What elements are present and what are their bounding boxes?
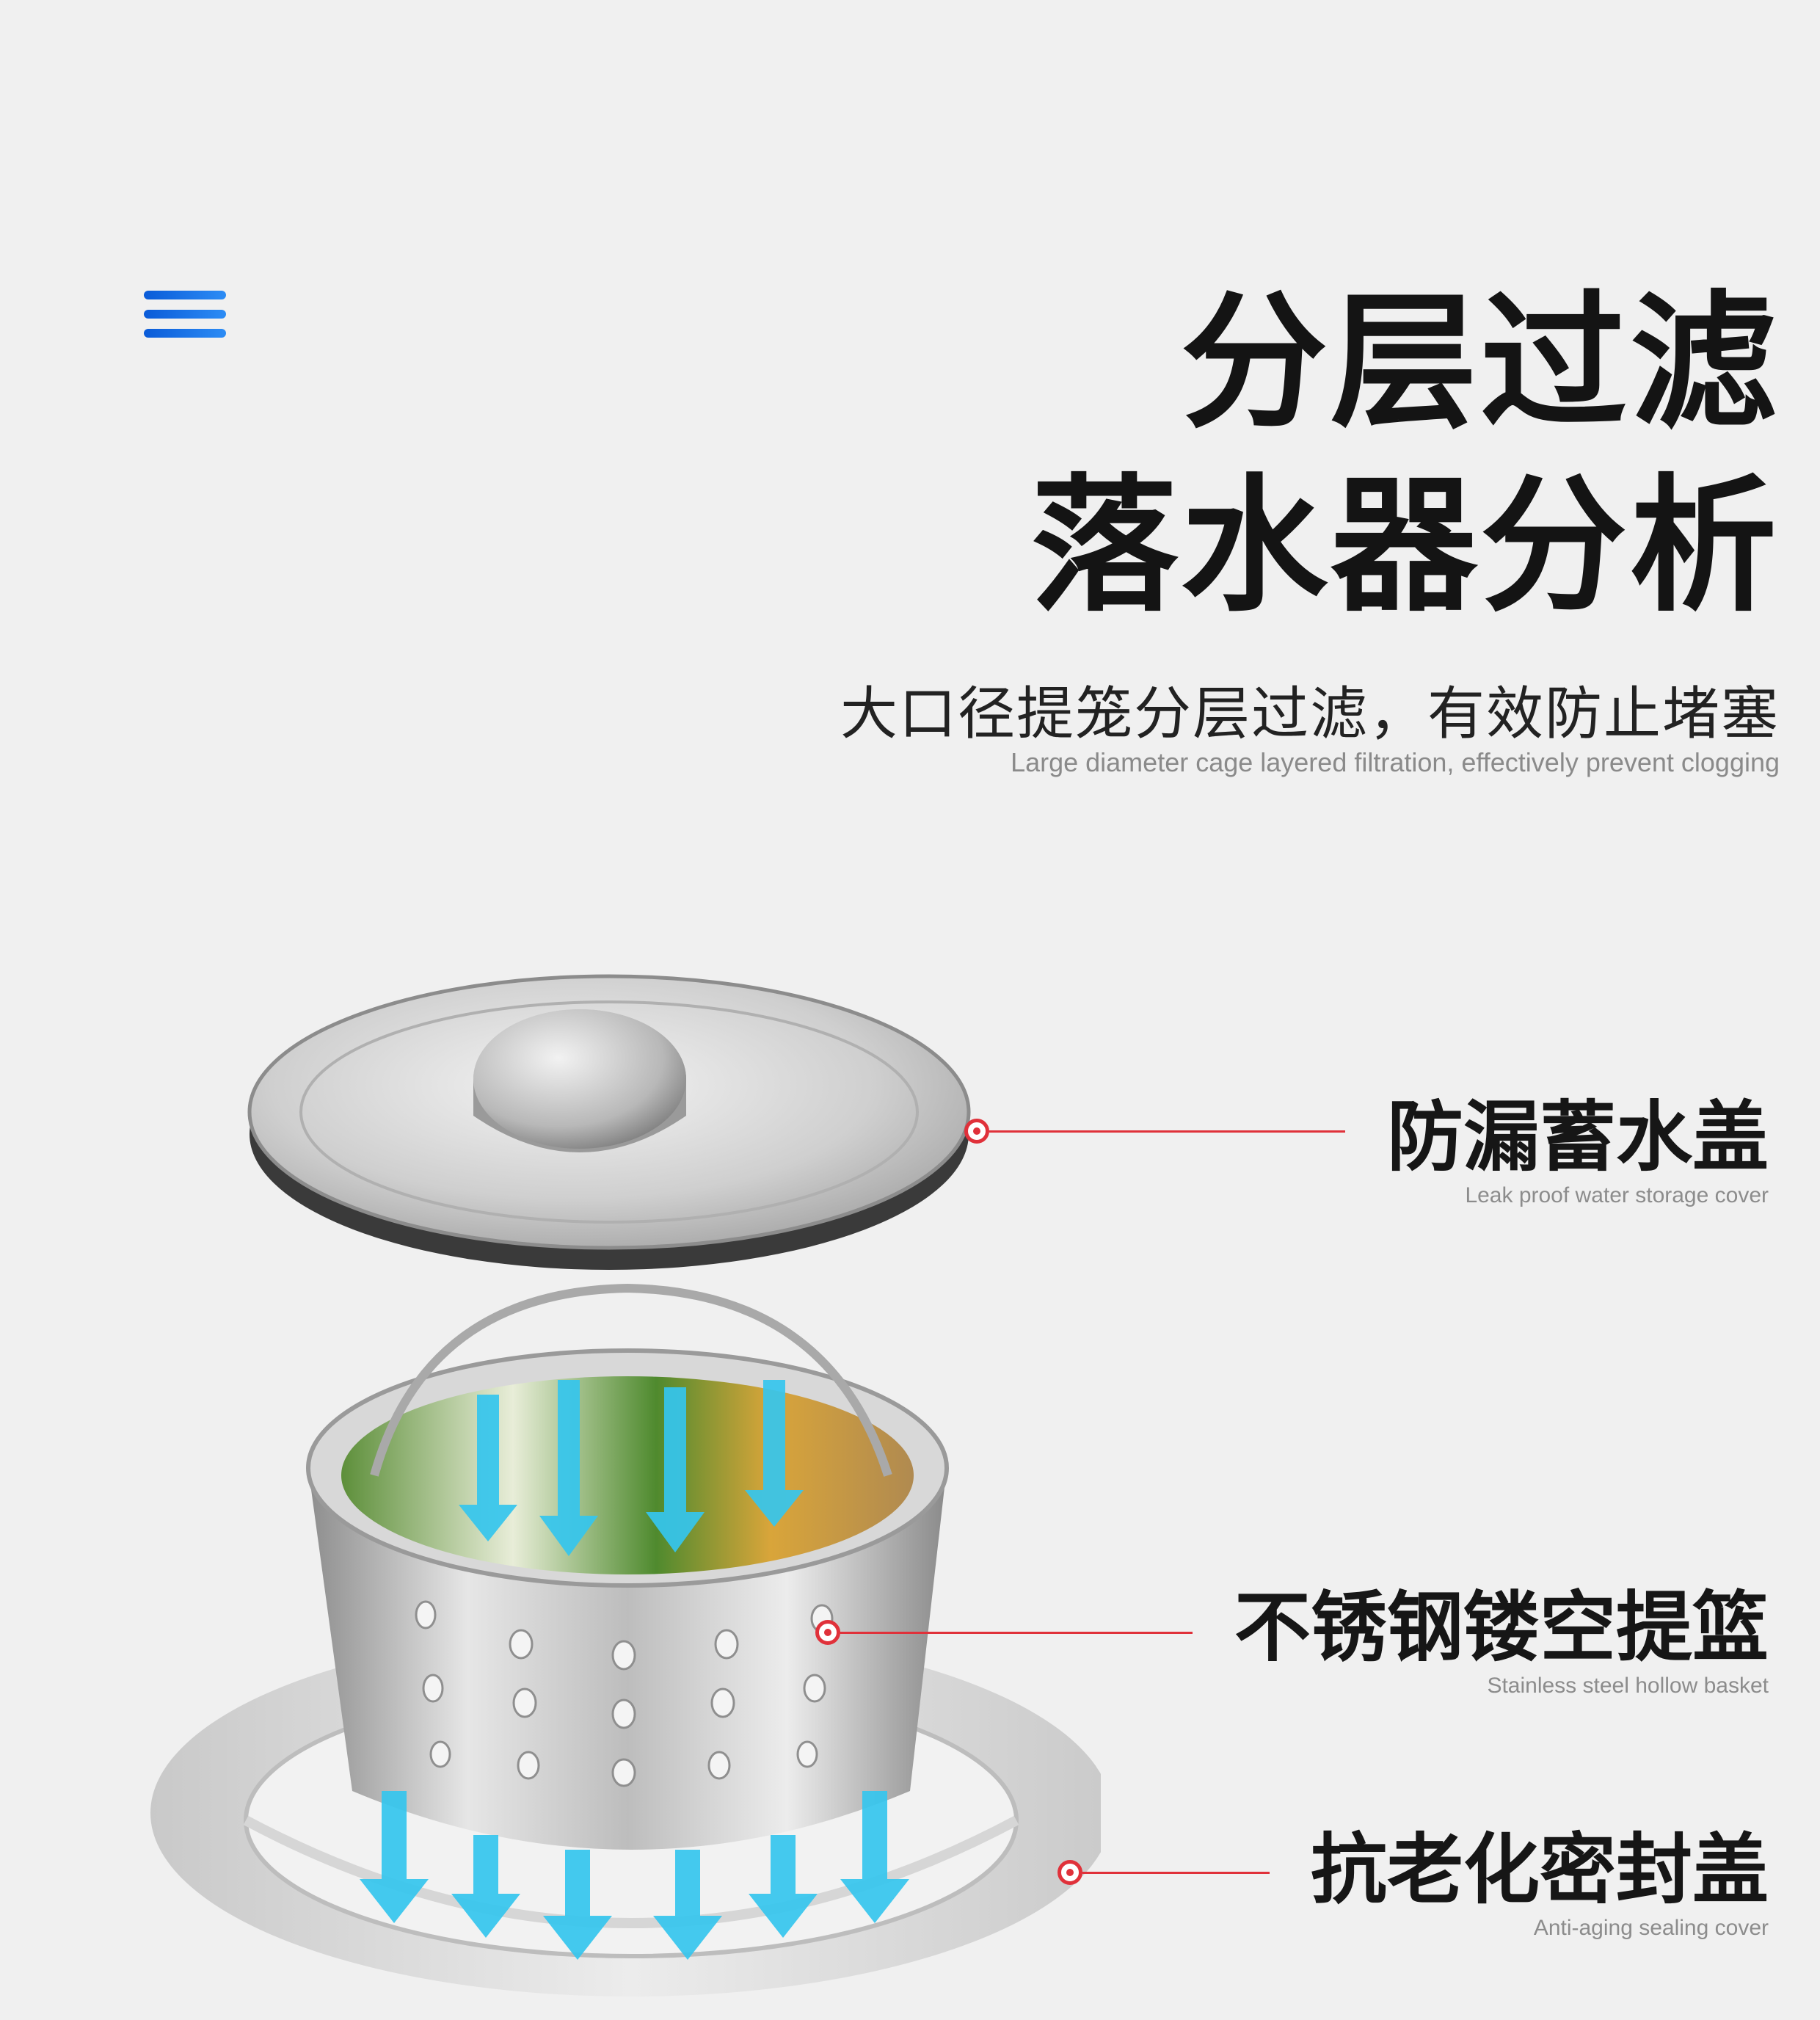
callout-marker-1 (964, 1119, 989, 1144)
callout-label-2: 不锈钢镂空提篮 (1234, 1583, 1769, 1672)
subtitle-english: Large diameter cage layered filtration, … (1011, 747, 1780, 777)
menu-icon-bar (144, 310, 226, 319)
callout-label-3: 抗老化密封盖 (1310, 1825, 1769, 1914)
callout-line-1 (989, 1130, 1345, 1133)
callout-marker-2 (815, 1620, 840, 1645)
callout-label-1: 防漏蓄水盖 (1386, 1092, 1769, 1182)
water-storage-cover (247, 974, 971, 1270)
title-line-1: 分层过滤 (1180, 277, 1780, 448)
callout-line-2 (840, 1632, 1193, 1634)
callout-line-3 (1082, 1872, 1270, 1874)
menu-icon-bar (144, 329, 226, 338)
callout-label-en-1: Leak proof water storage cover (1465, 1183, 1769, 1207)
subtitle: 大口径提笼分层过滤，有效防止堵塞 (840, 681, 1780, 747)
callout-label-en-3: Anti-aging sealing cover (1533, 1916, 1769, 1940)
callout-label-en-2: Stainless steel hollow basket (1487, 1674, 1769, 1698)
menu-icon-bar (144, 291, 226, 299)
hollow-basket (306, 1283, 949, 1850)
sink-strainer-illustration (150, 974, 1101, 1997)
callout-marker-3 (1058, 1860, 1082, 1885)
menu-icon[interactable] (144, 291, 226, 344)
title-line-2: 落水器分析 (1030, 461, 1780, 632)
water-flow-arrows (360, 1380, 909, 1960)
